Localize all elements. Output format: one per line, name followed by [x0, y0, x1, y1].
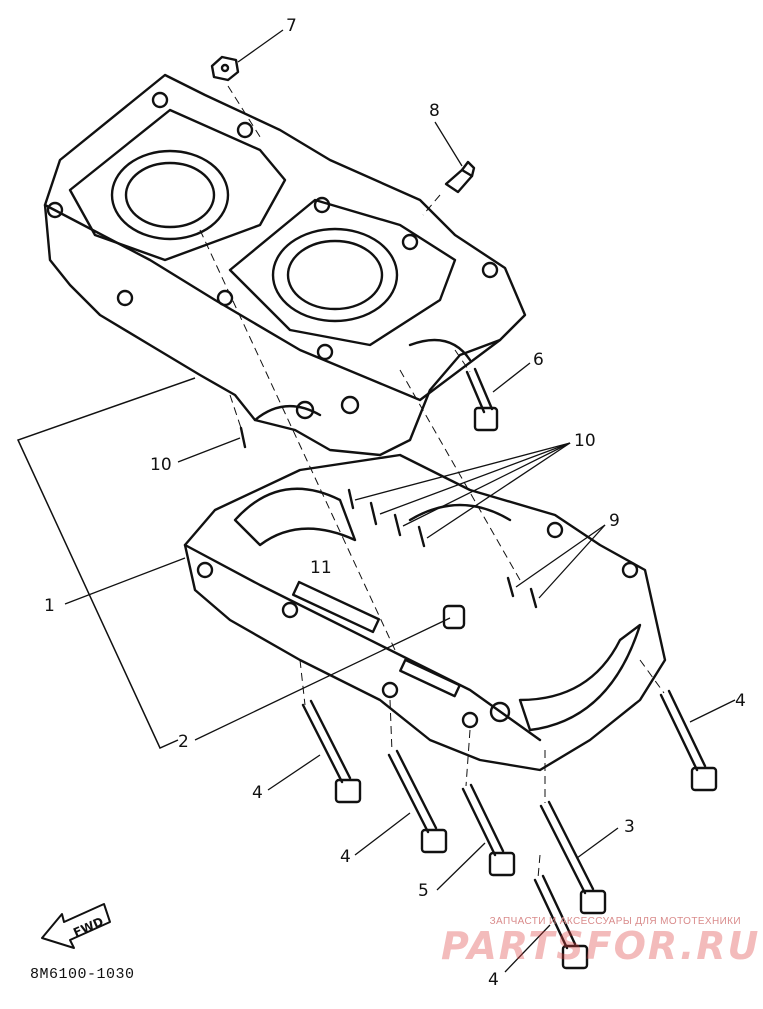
fwd-arrow-icon: FWD	[41, 903, 111, 949]
callout-labels: 7 8 6 10 10 9 11 1 2 4 4 4 4 5 3	[44, 16, 746, 990]
callout-3: 3	[624, 817, 635, 837]
bolt-4-middle	[387, 749, 448, 854]
bolt-4-right	[659, 689, 718, 792]
callout-8: 8	[429, 101, 440, 121]
dowel-pins-10	[239, 426, 426, 548]
nut-7	[210, 55, 240, 82]
bolt-3	[539, 800, 607, 915]
callout-4-left: 4	[252, 783, 263, 803]
document-code: 8M6100-1030	[30, 966, 135, 983]
watermark: ЗАПЧАСТИ И АКСЕССУАРЫ ДЛЯ МОТОТЕХНИКИ PA…	[441, 916, 761, 968]
callout-4-bottom: 4	[488, 970, 499, 990]
upper-crankcase	[43, 73, 527, 457]
leader-lines	[64, 29, 736, 973]
callout-7: 7	[286, 16, 297, 36]
watermark-logo: PARTSFOR.RU	[441, 924, 761, 968]
callout-5: 5	[418, 881, 429, 901]
assembly-bracket	[16, 377, 196, 749]
callout-4-middle: 4	[340, 847, 351, 867]
callout-4-right: 4	[735, 691, 746, 711]
bolt-5	[461, 783, 516, 877]
callout-10-left: 10	[150, 455, 172, 475]
callout-11: 11	[310, 558, 332, 578]
watermark-tagline: ЗАПЧАСТИ И АКСЕССУАРЫ ДЛЯ МОТОТЕХНИКИ	[489, 916, 741, 927]
lower-crankcase	[183, 453, 667, 772]
pins-9	[506, 576, 538, 609]
callout-9: 9	[609, 511, 620, 531]
callout-10-right: 10	[574, 431, 596, 451]
callout-2: 2	[178, 732, 189, 752]
bolt-4-bottom	[533, 874, 589, 970]
callout-1: 1	[44, 596, 55, 616]
nipple-2	[442, 604, 466, 630]
nozzle-8	[444, 160, 476, 194]
bolt-4-left	[301, 699, 362, 804]
bolt-6	[465, 367, 499, 432]
callout-6: 6	[533, 350, 544, 370]
